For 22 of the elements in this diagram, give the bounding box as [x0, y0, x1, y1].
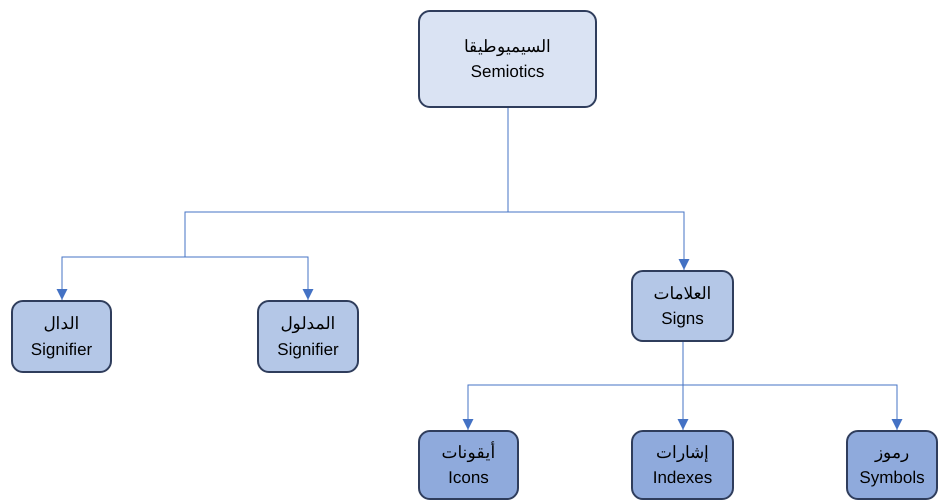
box-label: Symbols	[859, 467, 925, 489]
box-label: Indexes	[652, 467, 712, 489]
arrow	[682, 342, 902, 430]
box-label: Icons	[448, 467, 489, 489]
box-label: أيقونات	[442, 440, 496, 464]
process-box	[11, 300, 112, 373]
box-label: إشارات	[656, 442, 709, 464]
box-label: رموز	[875, 442, 909, 464]
process-box	[846, 430, 938, 500]
box-label: العلامات	[654, 282, 712, 304]
box-label: Semiotics	[470, 61, 544, 83]
box-label: Signifier	[277, 338, 339, 360]
box-label: Signifier	[30, 338, 92, 360]
process-box	[631, 430, 734, 500]
process-box	[257, 300, 359, 373]
box-label: السيميوطيقا	[464, 36, 551, 58]
box-label: الدال	[44, 313, 80, 335]
process-box	[418, 430, 519, 500]
process-box	[418, 10, 597, 108]
box-label: المدلول	[280, 313, 336, 336]
process-box	[631, 270, 734, 342]
box-label: Signs	[661, 308, 704, 330]
